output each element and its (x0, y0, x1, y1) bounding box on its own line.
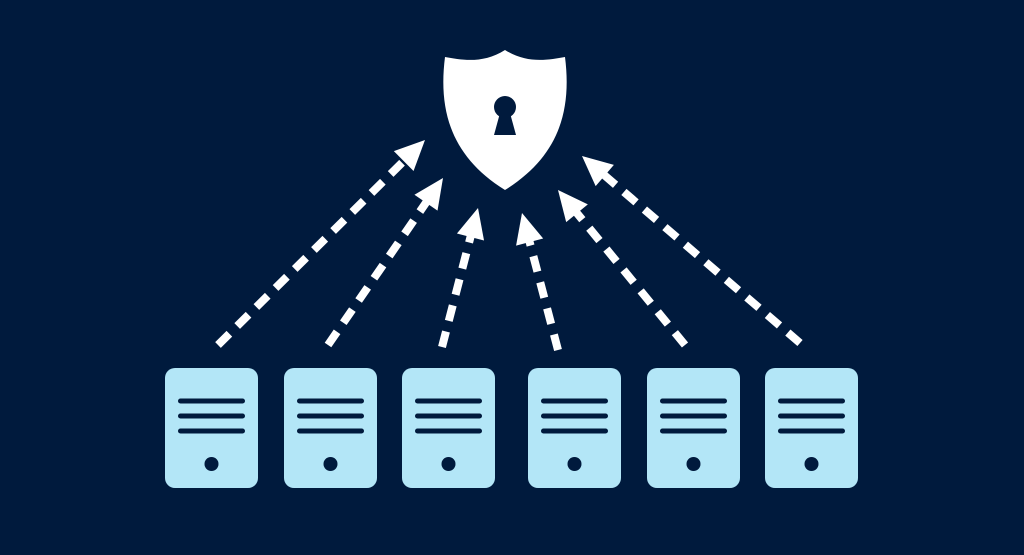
dashed-arrow (582, 156, 803, 347)
server-icon (647, 368, 740, 488)
server-slot-line (778, 398, 845, 404)
server-slot-line (297, 413, 364, 419)
arrow-shaft (524, 237, 562, 352)
server-indicator-dot (686, 457, 701, 471)
arrow-head (456, 208, 485, 241)
dashed-arrow (215, 140, 425, 348)
server-body (402, 368, 495, 488)
arrow-head (393, 140, 425, 172)
server-slot-line (178, 428, 245, 434)
arrows-group (215, 140, 803, 352)
arrow-head (582, 156, 614, 187)
dashed-arrow (438, 208, 485, 349)
server-icon (165, 368, 258, 488)
server-icon (284, 368, 377, 488)
server-slot-line (660, 428, 727, 434)
arrow-head (558, 190, 588, 223)
servers-group (165, 368, 858, 488)
keyhole-icon (494, 96, 516, 135)
arrow-shaft (324, 197, 432, 348)
server-body (528, 368, 621, 488)
server-indicator-dot (804, 457, 819, 471)
dashed-arrow (558, 190, 689, 348)
keyhole-circle (494, 96, 516, 118)
server-slot-line (297, 428, 364, 434)
server-slot-line (778, 413, 845, 419)
keyhole-stem (494, 113, 516, 135)
server-slot-line (660, 398, 727, 404)
server-icon (765, 368, 858, 488)
arrow-shaft (599, 169, 803, 347)
server-body (165, 368, 258, 488)
server-slot-line (541, 398, 608, 404)
server-body (765, 368, 858, 488)
server-slot-line (297, 398, 364, 404)
server-slot-line (415, 398, 482, 404)
server-slot-line (415, 428, 482, 434)
dashed-arrow (324, 178, 443, 348)
arrow-shaft (215, 155, 410, 348)
server-body (647, 368, 740, 488)
shield-lock-icon (443, 50, 567, 190)
arrow-head (414, 178, 443, 211)
server-indicator-dot (567, 457, 582, 471)
server-indicator-dot (204, 457, 219, 471)
arrow-head (516, 213, 544, 246)
server-slot-line (178, 413, 245, 419)
server-slot-line (660, 413, 727, 419)
server-icon (528, 368, 621, 488)
server-body (284, 368, 377, 488)
server-slot-line (178, 398, 245, 404)
server-slot-line (415, 413, 482, 419)
server-slot-line (541, 428, 608, 434)
dashed-arrow (516, 213, 562, 352)
arrow-shaft (571, 207, 689, 348)
server-indicator-dot (441, 457, 456, 471)
server-icon (402, 368, 495, 488)
arrow-shaft (438, 232, 476, 349)
server-slot-line (778, 428, 845, 434)
server-slot-line (541, 413, 608, 419)
server-indicator-dot (323, 457, 338, 471)
